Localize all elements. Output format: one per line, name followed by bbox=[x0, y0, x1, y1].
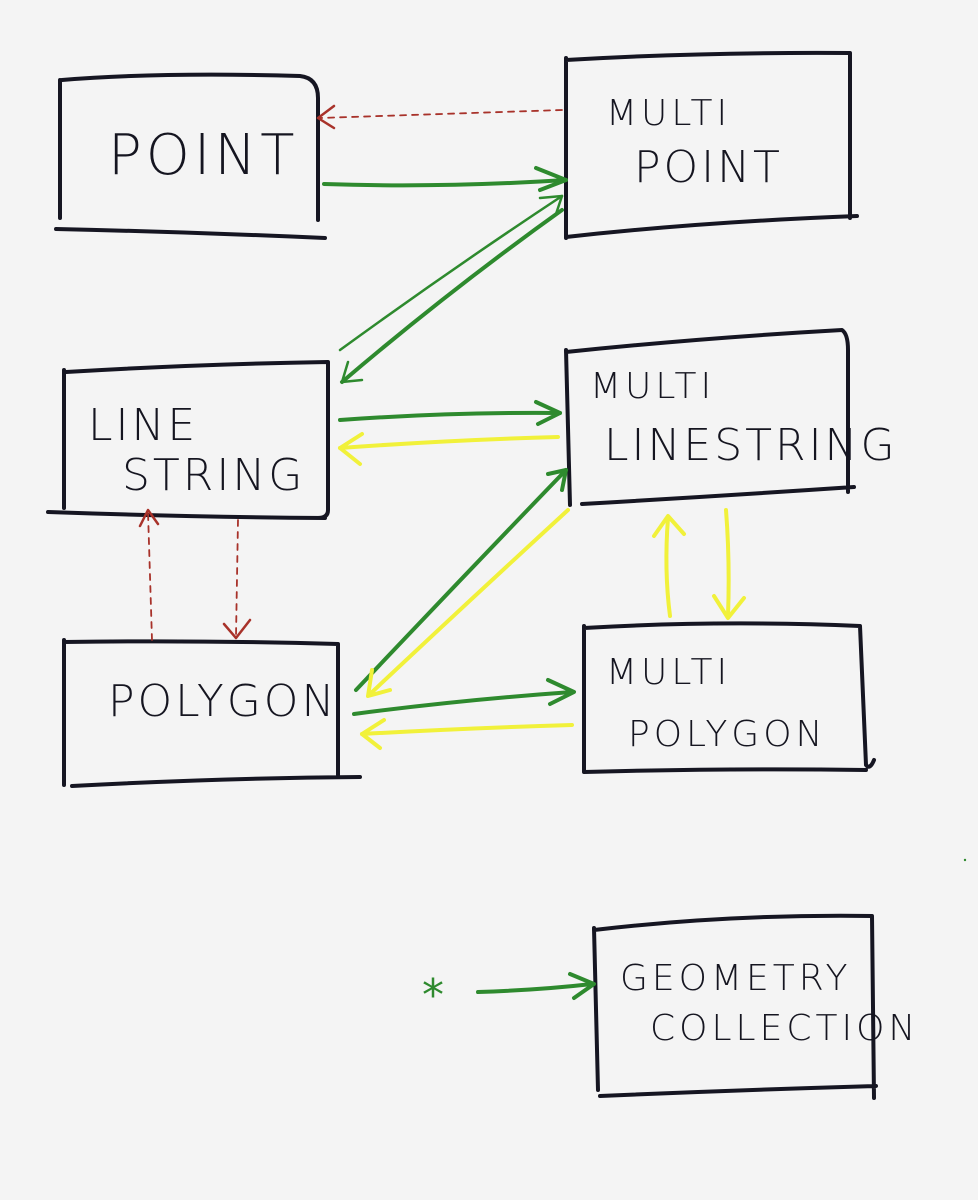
node-multilinestring-label-line-2: LINESTRING bbox=[604, 420, 898, 471]
node-multipolygon: MULTI POLYGON bbox=[582, 621, 876, 774]
node-linestring-label-line-2: STRING bbox=[122, 450, 305, 501]
edge-multipoint-to-linestring bbox=[340, 208, 564, 384]
node-multipoint: MULTI POINT bbox=[564, 50, 859, 240]
edge-multipolygon-to-multilinestring bbox=[652, 514, 686, 618]
edge-multipoint-to-point bbox=[316, 104, 563, 130]
node-point: POINT bbox=[54, 72, 327, 240]
node-geometrycollection: GEOMETRY COLLECTION bbox=[592, 913, 919, 1100]
edge-point-to-multipoint bbox=[322, 166, 568, 192]
node-geometrycollection-label-line-1: GEOMETRY bbox=[620, 958, 851, 999]
node-linestring-label-line-1: LINE bbox=[88, 400, 198, 451]
node-polygon: POLYGON bbox=[62, 638, 362, 788]
node-multipolygon-label-line-1: MULTI bbox=[606, 652, 731, 693]
edge-polygon-to-linestring bbox=[138, 508, 160, 641]
edge-linestring-to-polygon bbox=[222, 519, 252, 640]
stray-dot bbox=[963, 858, 967, 862]
node-multipoint-label-line-1: MULTI bbox=[606, 93, 731, 134]
node-multipolygon-box bbox=[582, 621, 876, 774]
node-geometrycollection-box bbox=[592, 913, 878, 1100]
edge-multipolygon-to-polygon bbox=[360, 718, 574, 750]
node-multipoint-box bbox=[564, 50, 859, 240]
node-multipolygon-label-line-2: POLYGON bbox=[628, 714, 826, 755]
node-linestring-box bbox=[46, 360, 330, 520]
node-multilinestring: MULTI LINESTRING bbox=[564, 328, 898, 507]
node-linestring: LINE STRING bbox=[46, 360, 330, 520]
edge-polygon-to-multipolygon bbox=[352, 678, 576, 716]
edge-multilinestring-to-polygon bbox=[366, 508, 570, 698]
edge-multilinestring-to-multipolygon bbox=[712, 508, 746, 620]
edge-linestring-to-multipoint bbox=[338, 194, 564, 352]
edge-polygon-to-multilinestring bbox=[354, 468, 568, 692]
wildcard-symbol: * bbox=[422, 970, 444, 1021]
node-point-box bbox=[54, 72, 327, 240]
edge-linestring-to-multilinestring bbox=[338, 400, 562, 426]
node-multipoint-label-line-2: POINT bbox=[634, 142, 783, 193]
edge-wildcard-to-geometrycollection bbox=[476, 972, 596, 1000]
node-polygon-label-line-1: POLYGON bbox=[108, 676, 337, 727]
node-multilinestring-label-line-1: MULTI bbox=[590, 366, 715, 407]
edge-multilinestring-to-linestring bbox=[338, 432, 560, 466]
node-multilinestring-box bbox=[564, 328, 856, 507]
node-polygon-box bbox=[62, 638, 362, 788]
node-geometrycollection-label-line-2: COLLECTION bbox=[650, 1008, 919, 1049]
node-point-label-line-1: POINT bbox=[108, 123, 298, 188]
